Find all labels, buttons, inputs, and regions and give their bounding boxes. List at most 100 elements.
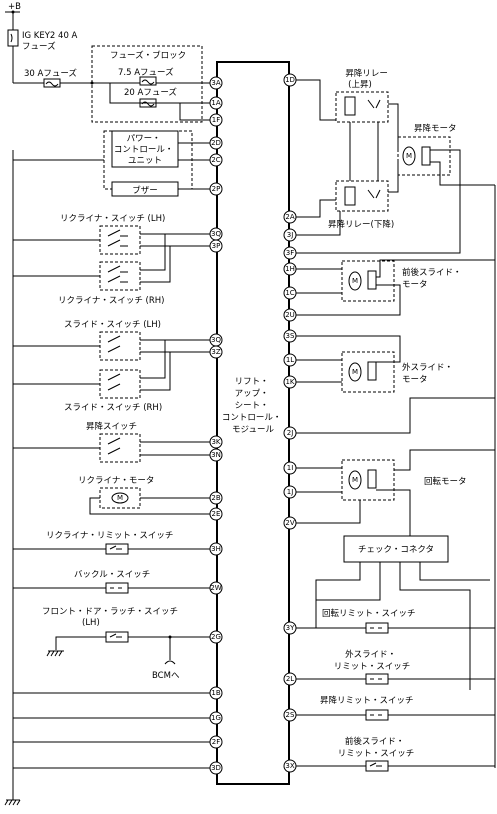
pin-label-left-6: 3Q [211,230,221,238]
recliner-rh-label: リクライナ・スイッチ (RH) [58,296,164,306]
pin-label-left-4: 2C [211,156,220,164]
pin-left-1 [209,96,223,110]
ground-icon-main [4,799,21,806]
pin-label-right-17: 3X [285,762,294,770]
fr-slide-motor-m: M [352,277,358,285]
fr-slide-motor-label: 前後スライド・ モータ [402,267,464,290]
rot-motor [341,459,395,501]
pin-right-3 [283,246,297,260]
ig-fuse-line1: IG KEY2 40 A [22,31,78,41]
pin-label-right-3: 3F [286,249,294,257]
pcu-label-1: パワー・ [127,134,161,144]
rot-motor-sensor-icon [367,469,377,489]
pin-label-left-15: 2W [210,584,221,592]
recliner-motor-label: リクライナ・モータ [78,476,154,486]
fr-slide-1: 前後スライド・ [402,267,462,278]
module-pins: 3A1A1F2D2C2P3Q3P3Q3Z3K3N2B2E3H2W2G1B1G2F… [209,73,297,775]
out-slide-motor-m: M [352,368,358,376]
pin-right-4 [283,262,297,276]
pcu-label-2: コントロール・ [114,145,174,155]
fuse75-label: 7.5 Aフューズ [118,67,174,78]
pin-label-right-0: 1D [285,76,295,84]
pin-label-right-9: 1K [285,378,294,386]
pin-left-0 [209,76,223,90]
relay-coil-down-icon [344,186,356,206]
lift-relay-up-2: (上昇) [348,80,372,90]
fr-limit-2: リミット・スイッチ [338,749,415,759]
buckle-label: バックル・スイッチ [74,570,150,580]
pin-left-15 [209,581,223,595]
bcm-label: BCMへ [152,671,180,681]
out-slide-2: モータ [402,375,428,385]
pin-left-18 [209,711,223,725]
out-slide-1: 外スライド・ [402,362,453,373]
module-label-1: リフト・ [235,377,269,387]
pin-label-right-11: 1I [287,464,294,472]
pin-right-6 [283,308,297,322]
module-label-3: シート・ [235,401,269,411]
lift-limit-label: 昇降リミット・スイッチ [320,695,414,706]
pin-left-19 [209,735,223,749]
pin-label-right-6: 2U [285,311,295,319]
pin-right-16 [283,708,297,722]
pin-label-left-14: 3H [211,545,221,553]
out-slide-motor [341,351,395,393]
pin-right-9 [283,375,297,389]
fuse75-icon [139,76,157,86]
fr-limit-1: 前後スライド・ [345,736,405,747]
pin-right-0 [283,73,297,87]
lift-motor [397,136,451,176]
pin-label-right-12: 1J [287,488,294,496]
pin-label-right-10: 2J [287,429,294,437]
fr-slide-motor [341,260,395,302]
pin-left-4 [209,153,223,167]
pin-label-left-19: 2F [212,738,220,746]
out-slide-motor-icon [348,362,362,382]
pin-right-14 [283,621,297,635]
pin-label-right-13: 2V [285,519,294,527]
recliner-limit-label: リクライナ・リミット・スイッチ [46,531,173,541]
pin-label-left-0: 3A [211,79,220,87]
lift-relay-up-label: 昇降リレー (上昇) [345,68,390,90]
battery-label: +B [8,2,21,12]
pin-right-15 [283,672,297,686]
rot-limit-label: 回転リミット・スイッチ [322,609,416,619]
pin-right-17 [283,759,297,773]
pin-label-right-7: 3S [286,332,295,340]
lift-motor-m: M [406,152,412,160]
pin-label-left-8: 3Q [211,336,221,344]
pin-right-7 [283,329,297,343]
pin-right-1 [283,210,297,224]
slide-rh-label: スライド・スイッチ (RH) [64,403,162,413]
recliner-motor-icon [111,492,129,504]
pin-left-16 [209,630,223,644]
recliner-motor-m: M [117,494,123,502]
left-wiring: パワー・ コントロール・ ユニット ブザー リクライナ・スイッチ (LH) リク… [4,130,210,806]
pin-left-20 [209,761,223,775]
pin-label-right-1: 2A [285,213,294,221]
ig-key2-fuse-icon [7,29,19,47]
lift-motor-label: 昇降モータ [414,123,457,134]
fuse-block: フューズ・ブロック 7.5 Aフューズ 20 Aフューズ [91,45,210,123]
lift-relay-down-label: 昇降リレー(下降) [328,219,394,230]
pin-left-17 [209,686,223,700]
pin-left-2 [209,113,223,127]
pin-label-left-2: 1F [212,116,220,124]
door-latch-label: フロント・ドア・ラッチ・スイッチ (LH) [42,607,181,628]
pcu-label-3: ユニット [128,156,162,166]
pin-left-13 [209,507,223,521]
slide-lh-label: スライド・スイッチ (LH) [64,320,161,330]
pin-right-13 [283,516,297,530]
buzzer-label: ブザー [132,185,158,196]
pin-label-left-3: 2D [211,139,221,147]
fuse30-label: 30 Aフューズ [24,68,77,79]
pin-left-14 [209,542,223,556]
out-slide-motor-label: 外スライド・ モータ [402,362,456,385]
lift-relay-down [335,180,389,212]
pin-label-left-10: 3K [211,438,220,446]
out-limit-switch [365,673,389,685]
lift-motor-icon [402,146,416,166]
fr-slide-motor-icon [348,271,362,291]
lift-relay-up-1: 昇降リレー [345,68,388,79]
